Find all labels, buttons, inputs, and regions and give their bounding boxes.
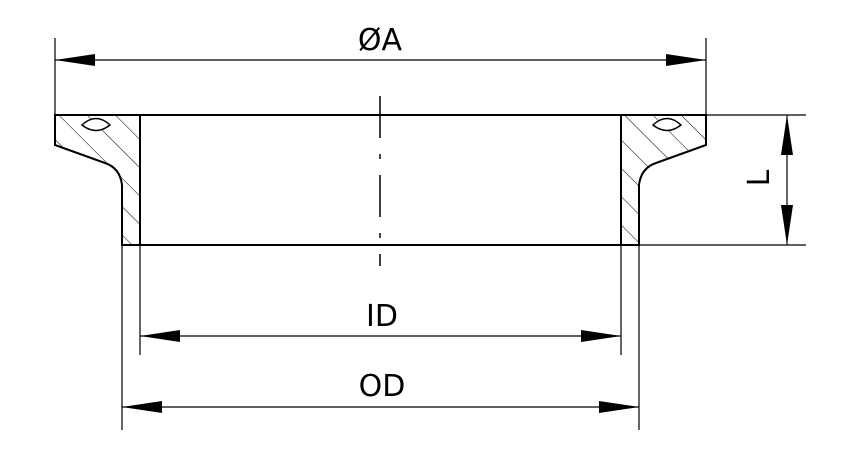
left-gasket-groove [80, 117, 112, 132]
left-wall-section [54, 114, 141, 246]
right-wall-section [620, 114, 707, 246]
label-dia-a: ØA [358, 23, 403, 58]
label-od: OD [359, 369, 406, 404]
label-length: L [742, 169, 777, 186]
label-id: ID [366, 299, 398, 334]
extension-lines [54, 38, 806, 430]
right-gasket-groove [651, 117, 683, 132]
